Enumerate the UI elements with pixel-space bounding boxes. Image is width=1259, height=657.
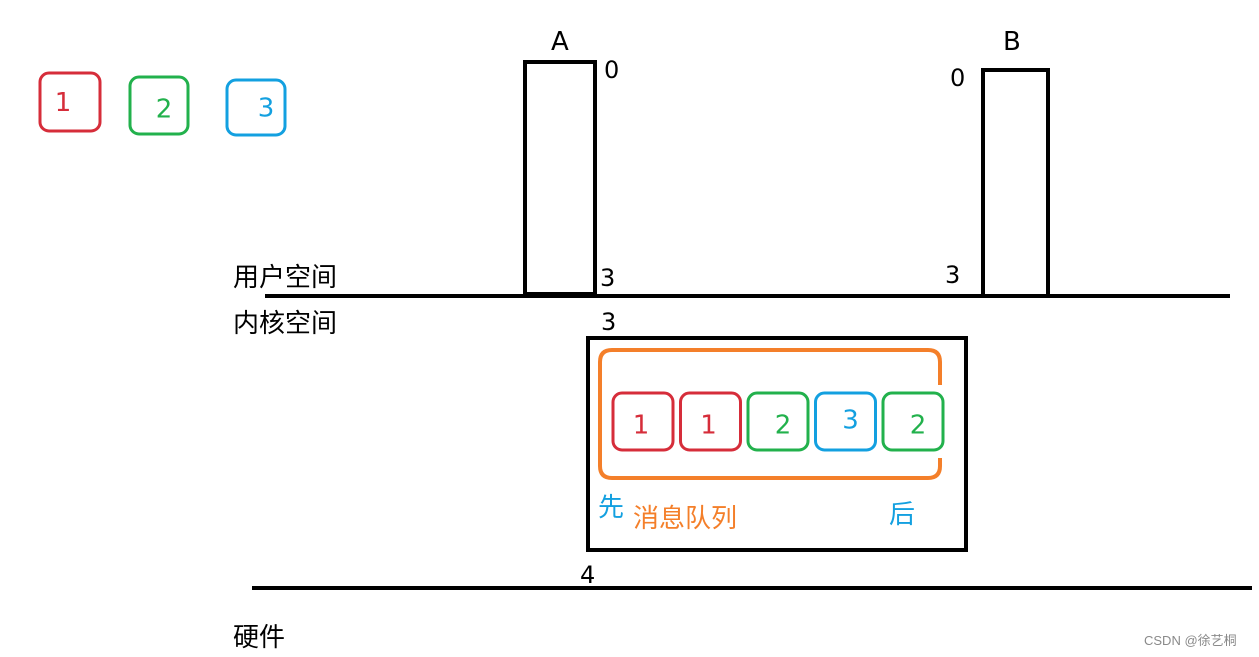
queue-message-1-label: 1 xyxy=(633,411,650,441)
kernel-space-label: 内核空间 xyxy=(233,309,338,339)
queue-message-3-box xyxy=(746,391,810,452)
process-a-bottom-label: 3 xyxy=(600,264,616,292)
queue-message-4-box xyxy=(814,391,877,452)
queue-front-label: 先 xyxy=(598,493,625,523)
message-queue-outline xyxy=(598,348,942,480)
queue-messages-group: 1 1 2 3 2 xyxy=(611,391,945,452)
kernel-box xyxy=(586,336,968,552)
legend-item-3-label: 3 xyxy=(258,94,275,124)
legend-item-1-label: 1 xyxy=(55,88,72,118)
queue-message-5-box xyxy=(881,391,945,452)
legend-item-2-box xyxy=(128,75,190,136)
queue-message-2-label: 1 xyxy=(700,411,717,441)
legend-item-1-box xyxy=(38,71,102,133)
legend-item-3-box xyxy=(225,78,287,137)
process-a-name: A xyxy=(551,27,569,57)
process-b-bottom-label: 3 xyxy=(945,261,961,289)
watermark: CSDN @徐艺桐 xyxy=(1144,633,1237,648)
queue-message-1-box xyxy=(611,391,675,452)
user-space-label: 用户空间 xyxy=(233,263,338,293)
kernel-box-top-label: 3 xyxy=(601,308,617,336)
process-b-name: B xyxy=(1003,27,1021,57)
queue-title: 消息队列 xyxy=(633,504,738,534)
queue-message-4-label: 3 xyxy=(842,406,859,436)
process-b-box xyxy=(981,68,1050,298)
process-a-box xyxy=(523,60,597,296)
hardware-label: 硬件 xyxy=(233,623,286,653)
legend-group: 1 2 3 xyxy=(38,71,287,137)
kernel-box-bottom-label: 4 xyxy=(580,561,596,589)
queue-back-label: 后 xyxy=(889,500,916,530)
queue-message-5-label: 2 xyxy=(910,411,927,441)
legend-item-2-label: 2 xyxy=(156,95,173,125)
queue-message-2-box xyxy=(679,391,742,452)
process-b-top-label: 0 xyxy=(950,64,966,92)
process-a-top-label: 0 xyxy=(604,56,620,84)
queue-message-3-label: 2 xyxy=(775,411,792,441)
